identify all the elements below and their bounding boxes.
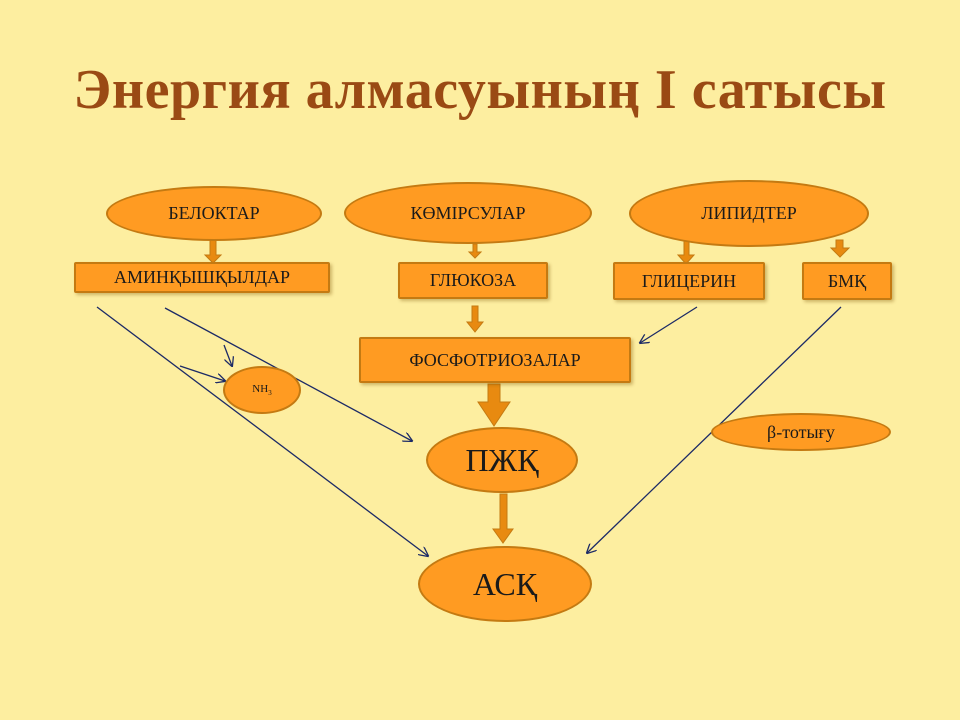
node-proteins: БЕЛОКТАР xyxy=(106,186,322,241)
node-phosphotrioses-label: ФОСФОТРИОЗАЛАР xyxy=(409,349,581,370)
node-acetyl-coa: АСҚ xyxy=(418,546,592,622)
node-acetyl-coa-label: АСҚ xyxy=(472,565,538,602)
arrow-phosphotrioses-to-pyruvate xyxy=(477,383,511,427)
node-lipids: ЛИПИДТЕР xyxy=(629,180,869,247)
node-glucose-label: ГЛЮКОЗА xyxy=(429,270,517,290)
node-pyruvate: ПЖҚ xyxy=(426,427,578,493)
arrow-lipids-to-fattyacids xyxy=(829,239,851,258)
node-amino-acids-label: АМИНҚЫШҚЫЛДАР xyxy=(113,267,291,287)
node-fatty-acids: БМҚ xyxy=(802,262,892,300)
node-phosphotrioses: ФОСФОТРИОЗАЛАР xyxy=(359,337,631,383)
node-beta-oxidation: β-тотығу xyxy=(711,413,891,451)
node-proteins-label: БЕЛОКТАР xyxy=(168,203,260,223)
node-pyruvate-label: ПЖҚ xyxy=(465,441,539,478)
node-carbohydrates: КӨМІРСУЛАР xyxy=(344,182,592,244)
arrow-to-nh3-lower xyxy=(179,365,225,381)
node-glycerol-label: ГЛИЦЕРИН xyxy=(641,270,737,291)
node-ammonia-label: NH3 xyxy=(252,382,272,398)
node-glucose: ГЛЮКОЗА xyxy=(398,262,548,299)
arrow-pyruvate-to-acetylcoa xyxy=(492,493,514,544)
node-carbohydrates-label: КӨМІРСУЛАР xyxy=(410,202,526,223)
arrow-glycerol-to-phosphotrioses xyxy=(640,306,698,343)
arrow-to-nh3-upper xyxy=(223,344,232,366)
node-ammonia: NH3 xyxy=(223,366,301,414)
node-beta-oxidation-label: β-тотығу xyxy=(767,421,835,442)
arrow-lipids-to-glycerol xyxy=(676,239,696,265)
node-fatty-acids-label: БМҚ xyxy=(827,270,867,291)
node-amino-acids: АМИНҚЫШҚЫЛДАР xyxy=(74,262,330,293)
arrow-glucose-to-phosphotrioses xyxy=(465,305,485,333)
block-arrows xyxy=(203,239,851,544)
arrow-proteins-to-amino xyxy=(203,239,223,264)
arrow-carbs-to-glucose xyxy=(467,243,483,259)
node-glycerol: ГЛИЦЕРИН xyxy=(613,262,765,300)
node-lipids-label: ЛИПИДТЕР xyxy=(701,203,797,223)
arrow-amino-to-ask xyxy=(96,306,428,556)
page-title: Энергия алмасуының I сатысы xyxy=(73,59,887,121)
